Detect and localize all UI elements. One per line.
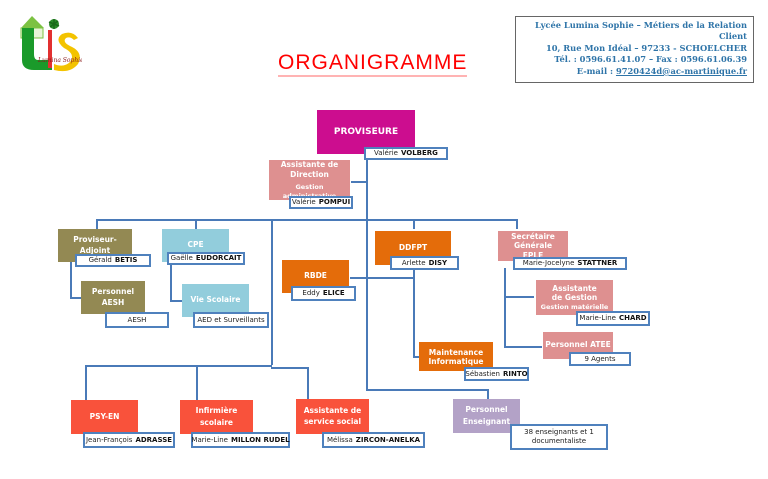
- school-email-link[interactable]: 9720424d@ac-martinique.fr: [615, 65, 747, 76]
- connector-line: [307, 367, 309, 400]
- page-title: ORGANIGRAMME: [278, 52, 468, 77]
- connector-line: [504, 268, 506, 348]
- logo-script-text: Lumina Sophie: [37, 57, 82, 64]
- connector-line: [85, 365, 272, 367]
- node-psy-en[interactable]: PSY-EN: [71, 400, 138, 434]
- connector-line: [271, 219, 273, 365]
- connector-line: [96, 219, 98, 229]
- connector-line: [96, 219, 517, 221]
- connector-line: [350, 277, 414, 279]
- node-infirmiere[interactable]: Infirmière scolaire: [180, 400, 253, 434]
- connector-line: [516, 219, 518, 229]
- connector-line: [271, 367, 308, 369]
- connector-line: [504, 346, 542, 348]
- connector-line: [504, 296, 534, 298]
- connector-line: [413, 356, 421, 358]
- school-phone-fax: Tél. : 0596.61.41.07 – Fax : 0596.61.06.…: [554, 54, 747, 65]
- node-vie-scolaire[interactable]: Vie Scolaire: [182, 284, 249, 317]
- school-email-line: E-mail : 9720424d@ac-martinique.fr: [576, 65, 747, 76]
- node-assistante-direction[interactable]: Assistante de Direction Gestion administ…: [269, 160, 350, 200]
- connector-line: [351, 181, 367, 183]
- name-aesh: AESH: [105, 312, 169, 328]
- connector-line: [366, 158, 368, 390]
- connector-line: [170, 262, 172, 302]
- school-name: Lycée Lumina Sophie – Métiers de la Rela…: [535, 20, 747, 42]
- connector-line: [413, 219, 415, 229]
- connector-line: [487, 389, 489, 399]
- connector-line: [70, 297, 82, 299]
- node-maintenance-informatique[interactable]: Maintenance Informatique: [419, 342, 493, 371]
- school-logo-icon: Lumina Sophie: [18, 10, 84, 72]
- connector-line: [70, 262, 72, 299]
- connector-line: [85, 365, 87, 400]
- node-assistante-gestion[interactable]: Assistante de Gestion Gestion matérielle: [536, 280, 613, 315]
- node-personnel-enseignant[interactable]: Personnel Enseignant: [453, 399, 520, 433]
- node-assistante-service-social[interactable]: Assistante de service social: [296, 399, 369, 434]
- name-personnel-atee: 9 Agents: [569, 352, 631, 366]
- node-proviseur[interactable]: PROVISEURE: [317, 110, 415, 154]
- connector-line: [196, 365, 198, 400]
- name-vie-scolaire: AED et Surveillants: [193, 312, 269, 328]
- connector-line: [366, 389, 488, 391]
- connector-line: [195, 219, 197, 229]
- school-address: 10, Rue Mon Idéal – 97233 - SCHOELCHER: [545, 42, 747, 53]
- name-personnel-enseignant: 38 enseignants et 1 documentaliste: [510, 424, 608, 450]
- node-secretaire-generale[interactable]: Secrétaire Générale EPLE: [498, 231, 568, 261]
- connector-line: [170, 300, 183, 302]
- node-aesh[interactable]: Personnel AESH: [81, 281, 145, 314]
- school-info-box: Lycée Lumina Sophie – Métiers de la Rela…: [515, 16, 754, 83]
- connector-line: [413, 268, 415, 357]
